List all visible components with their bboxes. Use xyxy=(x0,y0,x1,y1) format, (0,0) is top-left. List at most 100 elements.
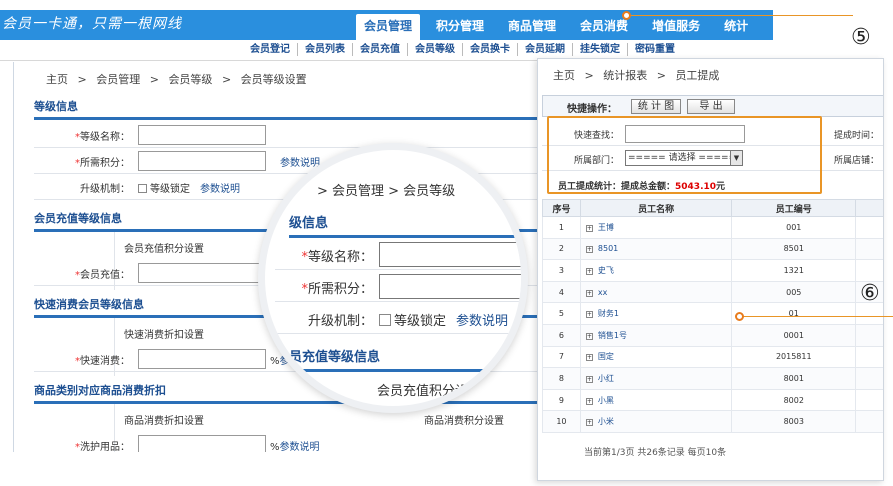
expand-icon[interactable]: + xyxy=(585,375,593,383)
magnifier-lens: > 会员管理 > 会员等级 级信息 *等级名称： *所需积分： 升级机制： 等级… xyxy=(258,143,528,413)
label-member-recharge: 会员充值： xyxy=(80,270,130,281)
level-lock-label: 等级锁定 xyxy=(150,184,190,195)
subnav-member-list[interactable]: 会员列表 xyxy=(297,43,352,56)
row-required-points: *所需积分： 参数说明 xyxy=(34,148,540,174)
expand-icon[interactable]: + xyxy=(585,397,593,405)
label-required-points: 所需积分： xyxy=(80,158,130,169)
quick-search-input[interactable] xyxy=(625,125,745,143)
expand-icon[interactable]: + xyxy=(585,419,593,427)
staff-commission-window: 主页 > 统计报表 > 员工提成 快捷操作： 统 计 图 导 出 快速查找： 提… xyxy=(537,58,884,481)
dept-select[interactable]: ===== 请选择 =====▼ xyxy=(625,150,743,166)
cleaning-goods-input[interactable] xyxy=(138,435,266,452)
breadcrumb: 主页 > 会员管理 > 会员等级 > 会员等级设置 xyxy=(46,73,307,86)
goods-discount-setting-header: 商品消费折扣设置 xyxy=(124,416,204,427)
subnav-member-level[interactable]: 会员等级 xyxy=(407,43,462,56)
expand-icon[interactable]: + xyxy=(585,224,593,232)
magnified-section-level-info: 级信息 xyxy=(289,212,521,238)
label-level-name: 等级名称： xyxy=(80,132,130,143)
subnav-member-recharge[interactable]: 会员充值 xyxy=(352,43,407,56)
quick-discount-setting-header: 快速消费折扣设置 xyxy=(124,330,204,341)
expand-icon[interactable]: + xyxy=(585,267,593,275)
subnav-member-extend[interactable]: 会员延期 xyxy=(517,43,572,56)
dept-label: 所属部门： xyxy=(573,156,619,166)
magnified-level-name-input[interactable] xyxy=(379,242,521,267)
expand-icon[interactable]: + xyxy=(585,289,593,297)
level-lock-checkbox[interactable] xyxy=(138,184,147,193)
param-help-link-5[interactable]: 参数说明 xyxy=(279,442,320,452)
left-sidebar-strip xyxy=(0,62,14,452)
quick-ops-label: 快捷操作： xyxy=(567,104,617,115)
callout-number-5: ⑤ xyxy=(851,25,871,50)
nav-tab-member-consume[interactable]: 会员消费 xyxy=(580,19,629,33)
goods-points-setting-header: 商品消费积分设置 xyxy=(424,416,504,427)
magnified-row-level-name: *等级名称： xyxy=(275,238,521,270)
expand-icon[interactable]: + xyxy=(585,246,593,254)
subnav-card-change[interactable]: 会员换卡 xyxy=(462,43,517,56)
search-panel: 快速查找： 提成时间： 所属部门： ===== 请选择 =====▼ 所属店铺： xyxy=(542,121,883,181)
commission-time-label: 提成时间： xyxy=(834,131,880,141)
nav-tab-member-management[interactable]: 会员管理 xyxy=(356,14,421,40)
param-help-link-4[interactable]: 参 xyxy=(279,356,290,367)
quick-search-label: 快速查找： xyxy=(573,131,619,141)
subnav-password-reset[interactable]: 密码重置 xyxy=(627,43,682,56)
commission-breadcrumb-staff-commission: 员工提成 xyxy=(675,69,720,82)
required-points-input[interactable] xyxy=(138,151,266,171)
label-upgrade-mechanism: 升级机制： xyxy=(80,184,130,195)
expand-icon[interactable]: + xyxy=(585,311,593,319)
export-button[interactable]: 导 出 xyxy=(687,99,735,114)
level-name-input[interactable] xyxy=(138,125,266,145)
commission-breadcrumb-home[interactable]: 主页 xyxy=(553,69,575,82)
nav-tab-goods-management[interactable]: 商品管理 xyxy=(508,19,557,33)
callout-line-5 xyxy=(630,15,853,16)
callout-number-6: ⑥ xyxy=(860,281,880,306)
section-level-info: 等级信息 xyxy=(34,98,540,120)
member-recharge-input[interactable] xyxy=(138,263,266,283)
param-help-link-2[interactable]: 参数说明 xyxy=(200,184,240,195)
label-cleaning-goods: 洗护用品： xyxy=(80,442,130,452)
subnav-member-register[interactable]: 会员登记 xyxy=(250,44,290,55)
commission-total-amount: 5043.10 xyxy=(675,182,717,192)
nav-tab-value-added[interactable]: 增值服务 xyxy=(652,19,701,33)
breadcrumb-home[interactable]: 主页 xyxy=(46,73,68,86)
pagination-info: 当前第1/3页 共26条记录 每页10条 xyxy=(584,448,727,458)
magnified-level-lock-checkbox[interactable] xyxy=(379,314,391,326)
magnified-section-recharge: 员充值等级信息 xyxy=(289,346,521,372)
nav-tab-statistics[interactable]: 统计 xyxy=(724,19,749,33)
section-category-discount: 商品类别对应商品消费折扣 xyxy=(34,382,540,404)
param-help-link[interactable]: 参数说明 xyxy=(280,158,320,169)
breadcrumb-member-level[interactable]: 会员等级 xyxy=(168,73,213,86)
row-level-name: *等级名称： xyxy=(34,122,540,148)
magnified-param-help-link[interactable]: 参数说明 xyxy=(456,314,509,329)
quick-ops-bar: 快捷操作： 统 计 图 导 出 xyxy=(542,95,883,117)
expand-icon[interactable]: + xyxy=(585,332,593,340)
breadcrumb-member-management[interactable]: 会员管理 xyxy=(96,73,141,86)
magnified-row-upgrade: 升级机制： 等级锁定参数说明 xyxy=(275,302,521,334)
main-nav: 会员管理 积分管理 商品管理 会员消费 增值服务 统计 xyxy=(356,14,764,40)
callout-dot-5 xyxy=(622,11,631,20)
commission-breadcrumb: 主页 > 统计报表 > 员工提成 xyxy=(553,69,720,82)
subnav-loss-lock[interactable]: 挂失锁定 xyxy=(572,43,627,56)
chevron-down-icon: ▼ xyxy=(730,151,742,165)
expand-icon[interactable]: + xyxy=(585,354,593,362)
label-quick-consume: 快速消费： xyxy=(80,356,130,367)
stats-chart-button[interactable]: 统 计 图 xyxy=(631,99,681,114)
commission-breadcrumb-reports[interactable]: 统计报表 xyxy=(603,69,648,82)
callout-dot-6 xyxy=(735,312,744,321)
store-label: 所属店铺： xyxy=(834,156,880,166)
table-header-row: 序号 员工名称 员工编号 xyxy=(542,199,883,217)
sub-nav: 会员登记 会员列表 会员充值 会员等级 会员换卡 会员延期 挂失锁定 密码重置 xyxy=(0,40,773,61)
magnified-required-points-input[interactable] xyxy=(379,274,521,299)
nav-tab-points-management[interactable]: 积分管理 xyxy=(436,19,485,33)
quick-consume-input[interactable] xyxy=(138,349,266,369)
